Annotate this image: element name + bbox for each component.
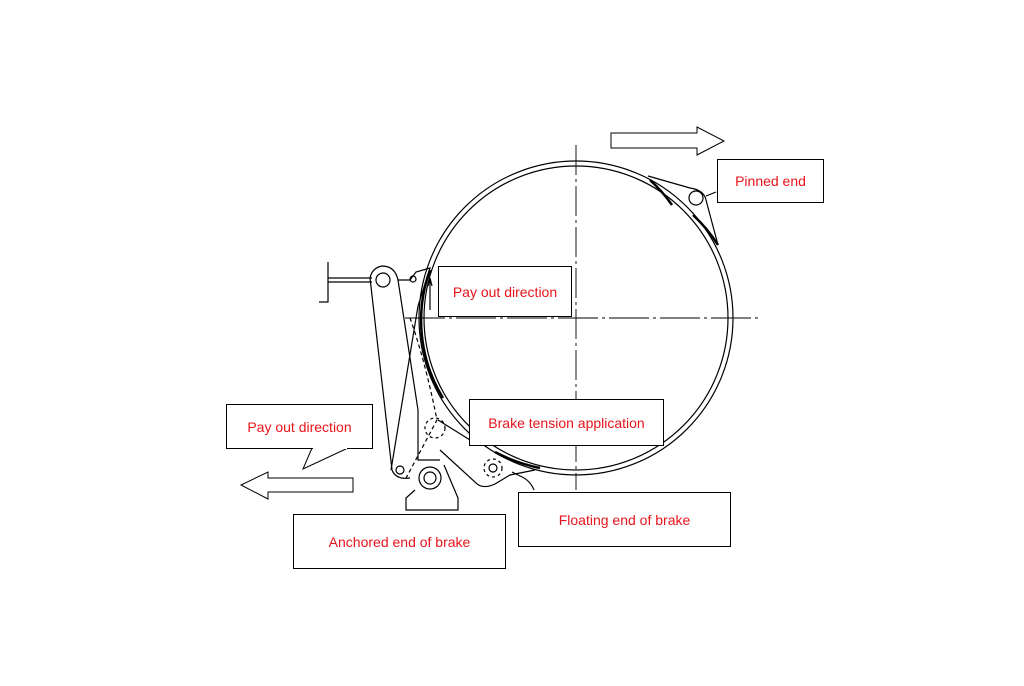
- link-pin: [409, 275, 417, 283]
- brake-lining-top: [649, 179, 674, 206]
- drum-outer: [418, 160, 734, 476]
- pinned-end-pointer: [705, 191, 717, 197]
- floating-end-text: Floating end of brake: [558, 511, 691, 528]
- pinned-end-lug: [647, 175, 719, 246]
- lower-lever-pin: [395, 465, 405, 475]
- anchor-base: [405, 464, 459, 511]
- pay-out-direction-left-text: Pay out direction: [247, 419, 352, 435]
- anchor-pin-outer: [418, 466, 442, 490]
- brake-lining-left: [419, 269, 445, 399]
- drum-inner: [423, 165, 729, 471]
- pay-out-direction-top-text: Pay out direction: [452, 283, 558, 300]
- anchored-end-text: Anchored end of brake: [328, 533, 471, 550]
- dashed-linkage: [404, 317, 438, 481]
- floating-pin-dashed: [483, 458, 503, 478]
- pinned-end-text: Pinned end: [735, 173, 806, 189]
- link-bar: [390, 267, 431, 471]
- floating-pointer: [511, 471, 535, 491]
- direction-arrow-left: [239, 471, 354, 500]
- pinned-end-label: Pinned end: [717, 159, 824, 203]
- pinned-end-pin: [688, 190, 704, 206]
- pay-out-direction-left-label: Pay out direction: [226, 404, 373, 449]
- brake-tension-text: Brake tension application: [488, 414, 645, 431]
- floating-end-label: Floating end of brake: [518, 492, 731, 547]
- lever-handle: [319, 262, 372, 303]
- callout-tail: [302, 447, 349, 471]
- pay-out-arrow-up: [427, 277, 433, 310]
- brake-tension-label: Brake tension application: [469, 399, 664, 446]
- dashed-cam: [424, 417, 446, 439]
- direction-arrow-right: [610, 126, 726, 156]
- pay-out-direction-top-label: Pay out direction: [438, 266, 572, 317]
- anchored-end-label: Anchored end of brake: [293, 514, 506, 569]
- lever-arm: [369, 265, 440, 479]
- floating-link: [437, 419, 536, 488]
- brake-lining-bottom: [494, 450, 541, 470]
- anchor-pin-inner: [423, 471, 437, 485]
- callout-bottom-border-left: [226, 448, 313, 449]
- lever-pivot: [375, 272, 391, 288]
- floating-pin: [488, 463, 498, 473]
- callout-bottom-border-right: [347, 448, 373, 449]
